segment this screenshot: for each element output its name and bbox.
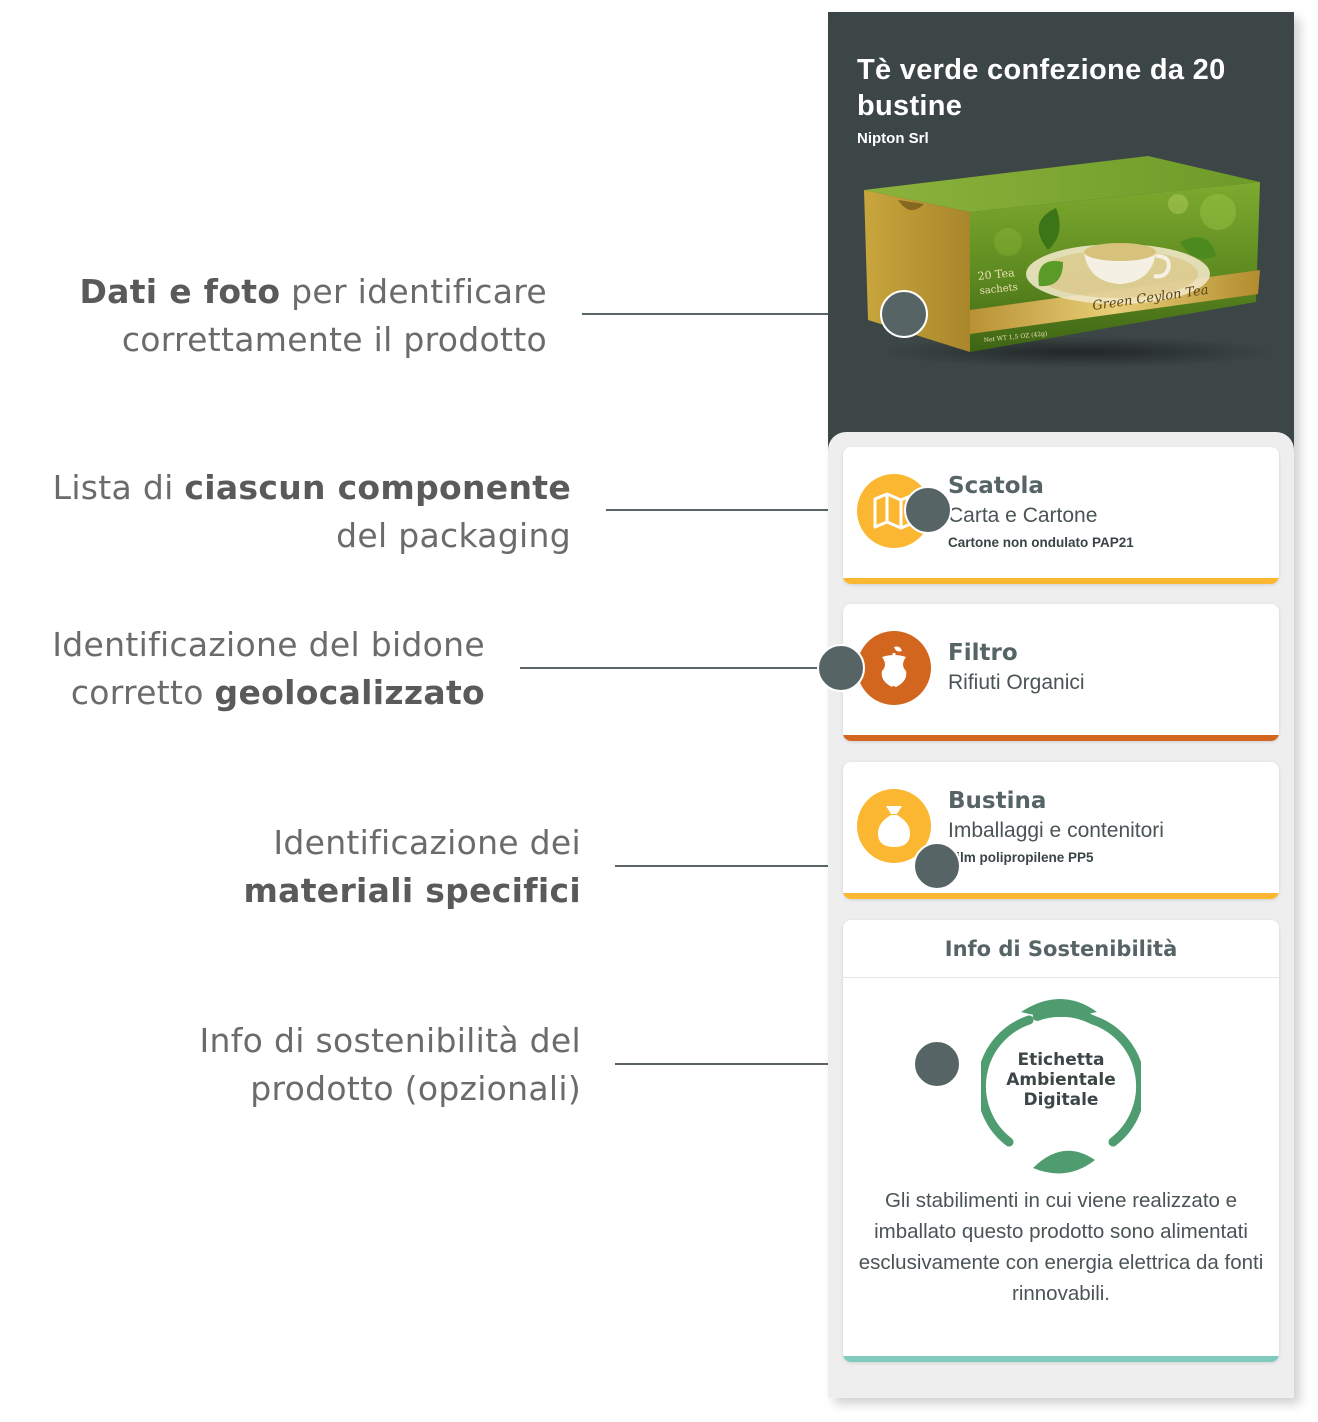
component-card-filtro[interactable]: Filtro Rifiuti Organici xyxy=(843,604,1279,741)
annotation-text: per identificare xyxy=(280,272,547,311)
connector-line xyxy=(582,313,882,315)
eco-label-text: Etichetta Ambientale Digitale xyxy=(981,1050,1141,1110)
connector-dot xyxy=(904,486,952,534)
annotation-bold: Dati e foto xyxy=(79,272,281,311)
eco-label-line: Etichetta xyxy=(1017,1050,1105,1070)
eco-label-badge: Etichetta Ambientale Digitale xyxy=(981,992,1141,1177)
phone-screen: Tè verde confezione da 20 bustine Nipton… xyxy=(828,12,1294,1398)
recycle-leaves-icon xyxy=(981,999,1141,1174)
annotation-sustainability: Info di sostenibilità del prodotto (opzi… xyxy=(200,1017,581,1113)
component-detail: Film polipropilene PP5 xyxy=(948,850,1094,865)
connector-dot xyxy=(817,644,865,692)
annotation-bold: ciascun componente xyxy=(184,468,571,507)
annotation-bold: materiali specifici xyxy=(243,871,581,910)
annotation-product-data: Dati e foto per identificare correttamen… xyxy=(79,268,547,364)
annotation-text: Info di sostenibilità del xyxy=(199,1021,581,1060)
connector-dot xyxy=(880,290,928,338)
product-brand: Nipton Srl xyxy=(857,130,929,147)
apple-core-icon xyxy=(881,646,907,687)
sustainability-text: Gli stabilimenti in cui viene realizzato… xyxy=(858,1189,1264,1305)
sustainability-title: Info di Sostenibilità xyxy=(843,920,1279,978)
component-name: Scatola xyxy=(948,473,1044,499)
product-header: Tè verde confezione da 20 bustine Nipton… xyxy=(828,12,1294,472)
bag-icon xyxy=(877,806,911,847)
component-card-bustina[interactable]: Bustina Imballaggi e contenitori Film po… xyxy=(843,762,1279,899)
box-text-count: 20 Tea xyxy=(977,266,1016,283)
annotation-text: Lista di xyxy=(52,468,185,507)
sustainability-card: Info di Sostenibilità Etichetta Ambienta… xyxy=(843,920,1279,1362)
annotation-text: del packaging xyxy=(336,516,571,555)
connector-line xyxy=(606,509,906,511)
connector-dot xyxy=(913,1040,961,1088)
sustainability-color-bar xyxy=(843,1356,1279,1362)
annotation-text: Identificazione dei xyxy=(273,823,581,862)
connector-line xyxy=(615,865,915,867)
product-image: 20 Tea sachets Green Ceylon Tea Net WT 1… xyxy=(864,156,1268,368)
product-title: Tè verde confezione da 20 bustine xyxy=(857,54,1226,122)
connector-line xyxy=(615,1063,915,1065)
annotation-text: prodotto (opzionali) xyxy=(250,1069,581,1108)
annotation-bin-identification: Identificazione del bidone corretto geol… xyxy=(52,621,485,717)
annotation-text: corretto xyxy=(70,673,215,712)
component-material: Carta e Cartone xyxy=(948,504,1098,527)
eco-label-line: Ambientale xyxy=(1006,1070,1116,1090)
annotation-text: Identificazione del bidone xyxy=(52,625,485,664)
component-name: Filtro xyxy=(948,640,1018,666)
eco-label-line: Digitale xyxy=(1023,1090,1099,1110)
component-icon-circle xyxy=(857,631,931,705)
component-detail: Cartone non ondulato PAP21 xyxy=(948,535,1134,550)
annotation-material-identification: Identificazione dei materiali specifici xyxy=(243,819,581,915)
connector-line xyxy=(520,667,818,669)
annotation-text: correttamente il prodotto xyxy=(121,320,547,359)
component-color-bar xyxy=(843,578,1279,584)
component-color-bar xyxy=(843,893,1279,899)
components-sheet: Scatola Carta e Cartone Cartone non ondu… xyxy=(828,432,1294,1398)
component-name: Bustina xyxy=(948,788,1047,814)
connector-dot xyxy=(913,842,961,890)
annotation-component-list: Lista di ciascun componente del packagin… xyxy=(53,464,571,560)
component-color-bar xyxy=(843,735,1279,741)
annotation-bold: geolocalizzato xyxy=(214,673,485,712)
component-material: Imballaggi e contenitori xyxy=(948,819,1164,842)
component-material: Rifiuti Organici xyxy=(948,671,1085,694)
box-text-sachets: sachets xyxy=(979,282,1018,297)
